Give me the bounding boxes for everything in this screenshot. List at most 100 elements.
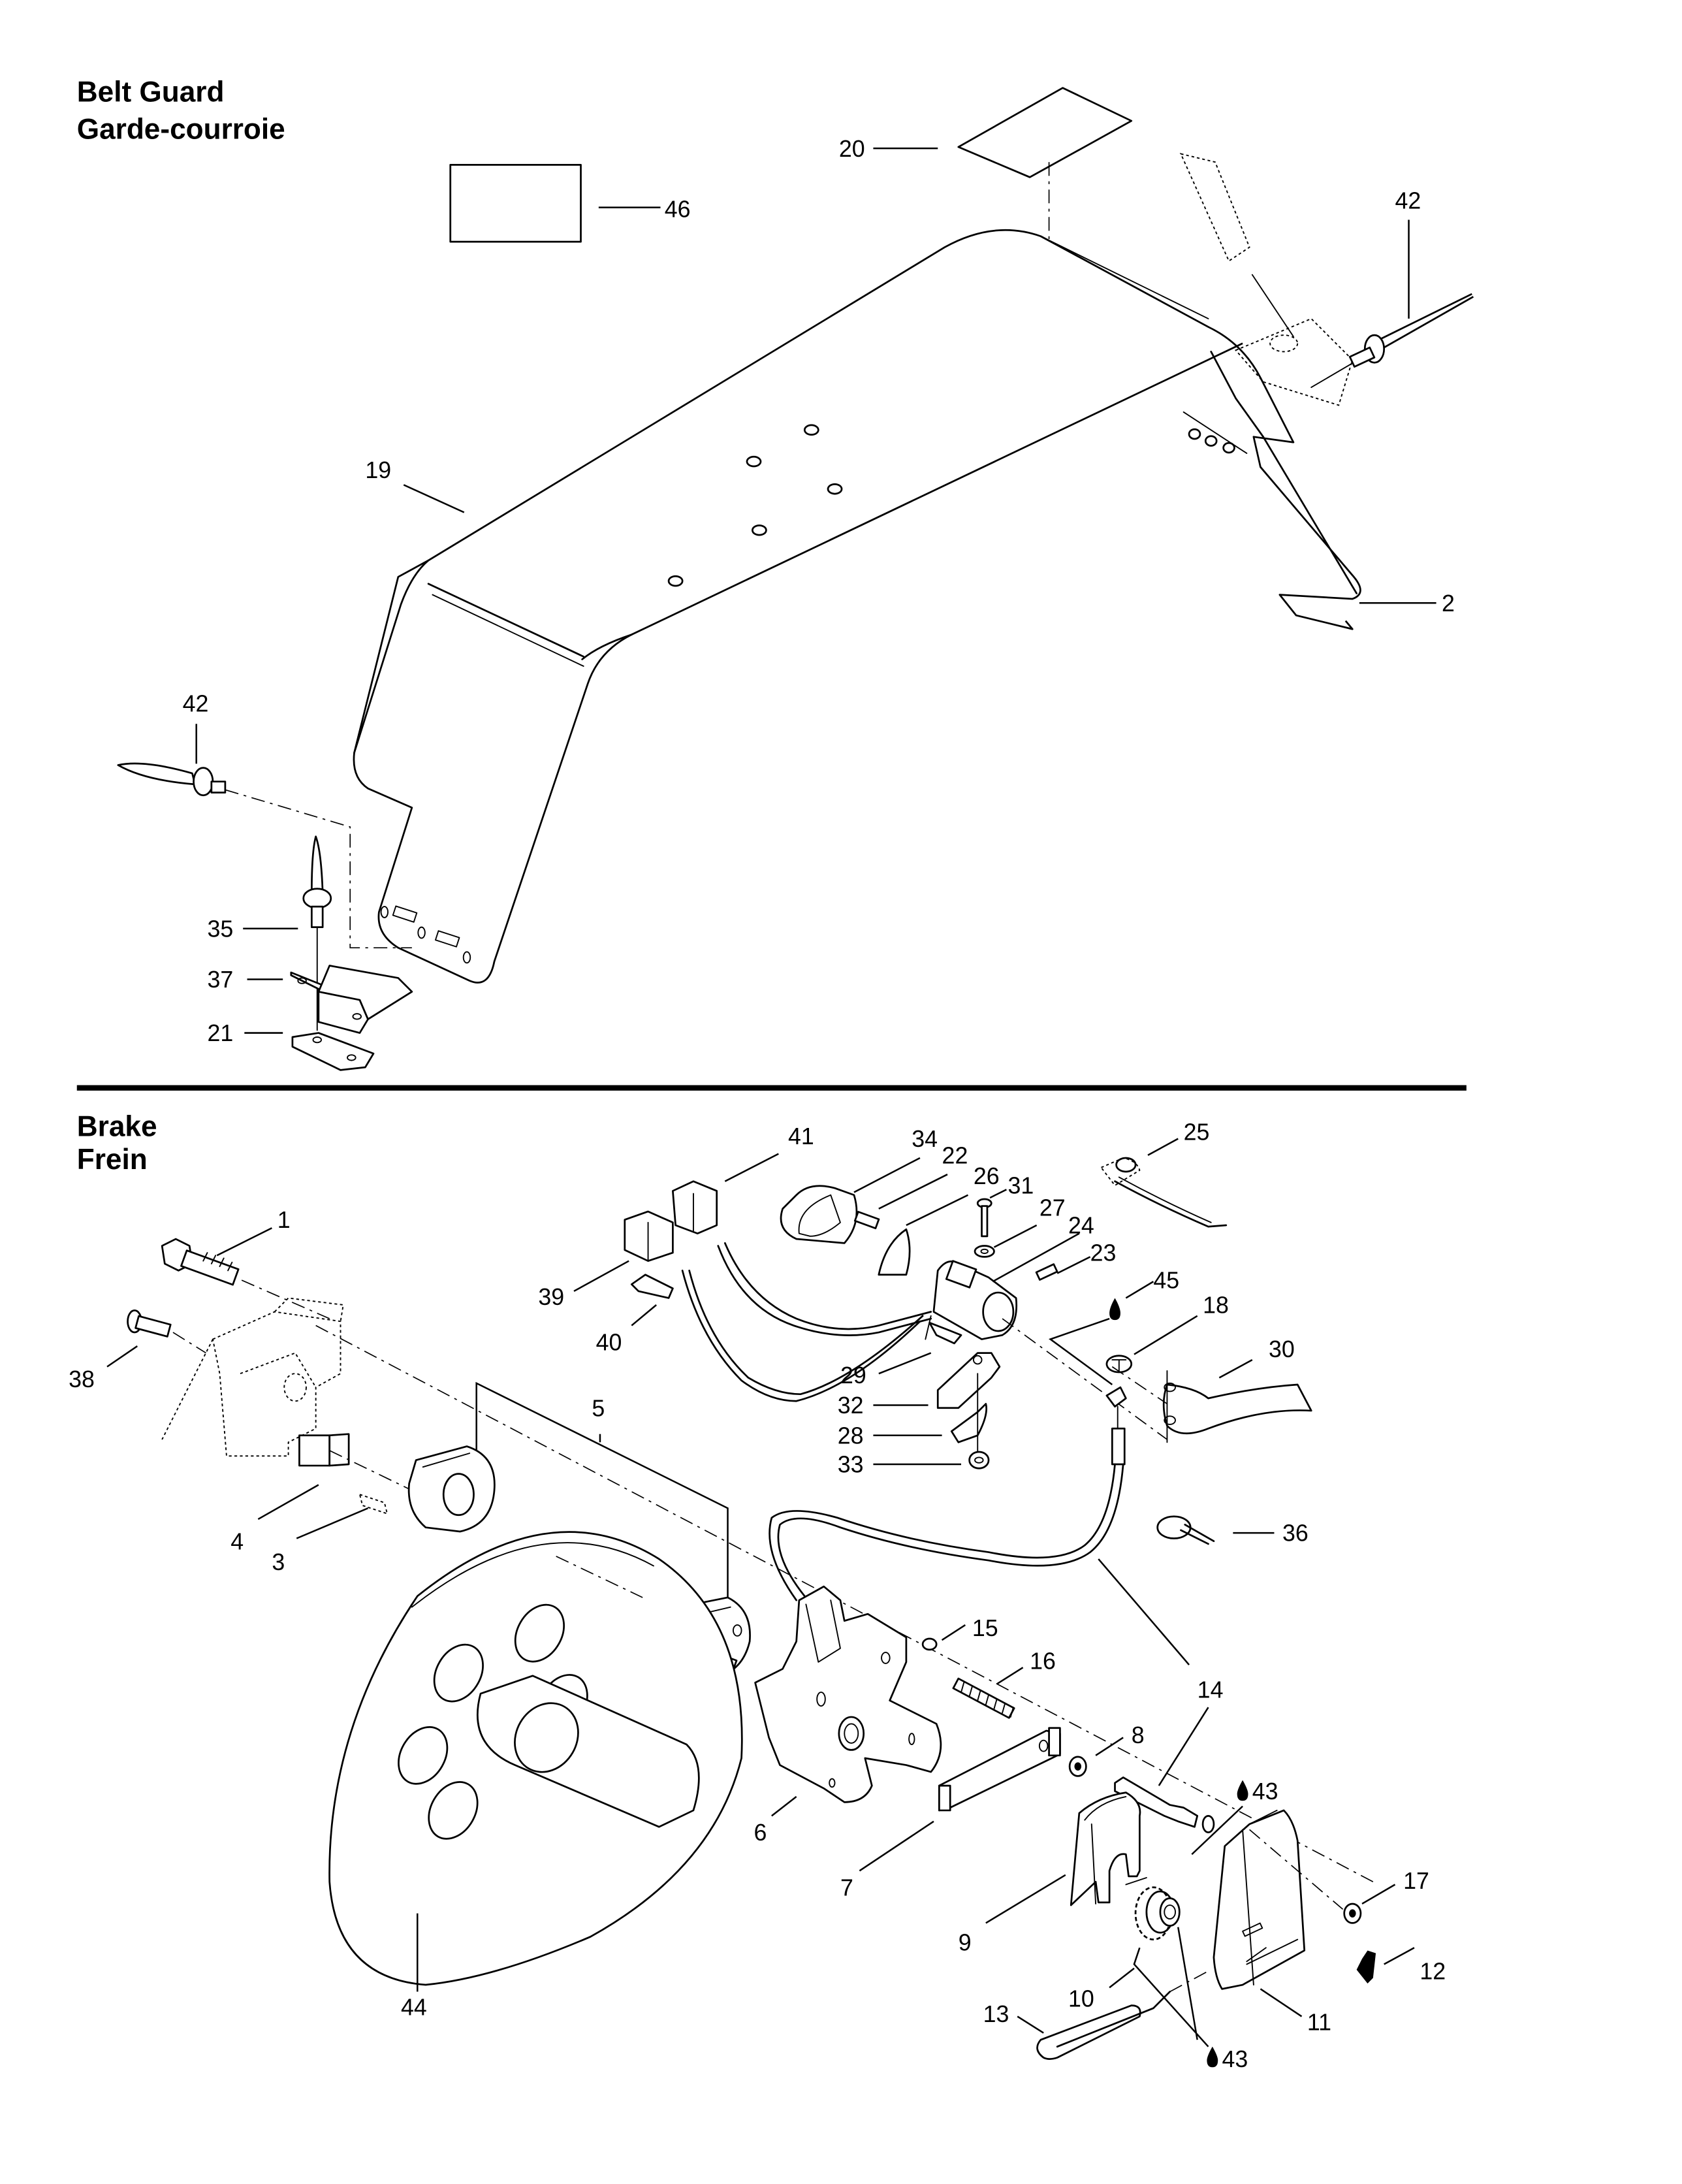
brake-section: Brake Frein 1 38 [69, 1110, 1446, 2072]
part-7-bar[interactable]: 7 [840, 1727, 1061, 1901]
part-25-switch[interactable]: 25 [1100, 1119, 1228, 1228]
callout-23: 23 [1090, 1240, 1117, 1266]
part-38-bolt[interactable]: 38 [69, 1309, 206, 1392]
part-23-screw[interactable]: 23 [1035, 1240, 1117, 1281]
part-18-eclip[interactable]: 18 [1105, 1293, 1229, 1373]
part-17-nut[interactable]: 17 [1343, 1868, 1429, 1924]
callout-21: 21 [208, 1020, 234, 1046]
callout-2: 2 [1442, 590, 1455, 617]
callout-36: 36 [1282, 1520, 1309, 1547]
section-title-fr: Garde-courroie [77, 113, 285, 145]
callout-18: 18 [1203, 1293, 1229, 1319]
part-30-lever[interactable]: 30 [1162, 1336, 1312, 1443]
callout-17: 17 [1403, 1868, 1429, 1894]
part-37-bracket[interactable]: 37 [208, 965, 413, 1034]
callout-5: 5 [592, 1395, 605, 1421]
part-6-caliper[interactable]: 6 [754, 1585, 942, 1846]
callout-29: 29 [840, 1362, 866, 1389]
axis-line [315, 1325, 1374, 1883]
part-15-clip[interactable]: 15 [921, 1615, 998, 1651]
part-45-lubricant[interactable]: 45 [1049, 1268, 1179, 1385]
callout-4: 4 [230, 1528, 244, 1554]
part-13-pin[interactable]: 13 [983, 1970, 1209, 2060]
part-27-washer[interactable]: 27 [974, 1195, 1066, 1258]
part-3-screw[interactable]: 3 [272, 1493, 389, 1575]
part-10-sprocket[interactable]: 10 [1068, 1877, 1181, 2012]
part-40-terminal[interactable]: 40 [596, 1274, 674, 1356]
callout-28: 28 [838, 1422, 864, 1449]
part-21-plate[interactable]: 21 [208, 1020, 375, 1071]
callout-24: 24 [1068, 1213, 1094, 1239]
callout-30: 30 [1269, 1336, 1295, 1362]
callout-11: 11 [1307, 2009, 1331, 2035]
part-41-connector[interactable]: 41 [672, 1123, 814, 1234]
axis-line-2 [1002, 1318, 1167, 1440]
callout-41: 41 [788, 1123, 814, 1149]
callout-19: 19 [365, 457, 391, 483]
callout-46: 46 [665, 196, 691, 222]
callout-45: 45 [1153, 1268, 1179, 1294]
callout-10: 10 [1068, 1986, 1094, 2012]
callout-25: 25 [1184, 1119, 1210, 1146]
oil-drop-icon [1207, 2046, 1218, 2068]
callout-44: 44 [401, 1994, 427, 2020]
part-22-screw[interactable]: 22 [853, 1142, 968, 1230]
part-46-label[interactable]: 46 [449, 164, 691, 243]
callout-8: 8 [1132, 1722, 1145, 1748]
part-9-arm[interactable]: 9 [959, 1791, 1141, 1956]
callout-42-left: 42 [183, 690, 209, 716]
callout-14: 14 [1198, 1677, 1224, 1703]
part-35-rivet[interactable]: 35 [208, 835, 332, 1031]
part-39-connector[interactable]: 39 [538, 1210, 674, 1310]
callout-42-top: 42 [1395, 188, 1421, 214]
wire-harness-2 [723, 1242, 932, 1330]
callout-32: 32 [838, 1392, 864, 1419]
oil-drop-icon [1109, 1298, 1120, 1321]
callout-9: 9 [959, 1929, 972, 1955]
part-28-link[interactable]: 28 [838, 1373, 988, 1457]
part-16-spring[interactable]: 16 [952, 1648, 1056, 1719]
part-4-clip[interactable]: 4 [230, 1433, 413, 1555]
part-24-housing[interactable]: 24 [932, 1213, 1094, 1340]
belt-guard-section: Belt Guard Garde-courroie 46 20 [77, 76, 1474, 1071]
wire-harness-2-inner [717, 1245, 932, 1336]
part-8-nut[interactable]: 8 [1068, 1722, 1145, 1777]
part-43-lubricant-bottom[interactable]: 43 [1133, 1927, 1248, 2073]
callout-6: 6 [754, 1820, 767, 1846]
callout-26: 26 [974, 1163, 1000, 1189]
part-29-pin[interactable]: 29 [840, 1315, 962, 1389]
part-11-bracket[interactable]: 11 [1213, 1809, 1331, 2036]
part-34-cap[interactable]: 34 [780, 1126, 938, 1244]
callout-1: 1 [278, 1207, 291, 1233]
callout-16: 16 [1030, 1648, 1056, 1674]
axis-line-3 [1111, 1366, 1167, 1405]
part-43-lubricant-top[interactable]: 43 [1191, 1778, 1278, 1855]
callout-12: 12 [1420, 1959, 1446, 1985]
callout-43-bottom: 43 [1222, 2046, 1248, 2072]
callout-27: 27 [1039, 1195, 1066, 1221]
part-32-arm[interactable]: 32 [838, 1352, 1001, 1419]
callout-2-group: 2 [1359, 590, 1455, 617]
part-42-rivet-left[interactable]: 42 [117, 690, 412, 949]
part-20-decal[interactable]: 20 [839, 87, 1133, 374]
part-12-screw[interactable]: 12 [1356, 1947, 1446, 1985]
section-title-en: Belt Guard [77, 76, 225, 108]
part-31-bolt[interactable]: 31 [976, 1173, 1034, 1238]
part-42-rivet-top[interactable]: 42 [1310, 188, 1474, 389]
part-14-cable[interactable]: 14 [769, 1386, 1224, 1833]
part-36-cable-tie[interactable]: 36 [1156, 1515, 1309, 1547]
part-19-belt-guard[interactable]: 19 [353, 229, 1361, 984]
callout-43-top: 43 [1252, 1778, 1278, 1805]
callout-37: 37 [208, 967, 234, 993]
oil-drop-icon [1237, 1780, 1248, 1801]
callout-15: 15 [972, 1615, 998, 1641]
part-1-bolt[interactable]: 1 [161, 1207, 330, 1319]
part-26-cover[interactable]: 26 [878, 1163, 1000, 1276]
wire-harness [681, 1270, 921, 1402]
part-44-brake-disc[interactable]: 44 [328, 1531, 743, 2021]
part-33-nut[interactable]: 33 [838, 1451, 990, 1478]
callout-40: 40 [596, 1329, 622, 1355]
callout-22: 22 [942, 1142, 968, 1168]
callout-33: 33 [838, 1452, 864, 1478]
